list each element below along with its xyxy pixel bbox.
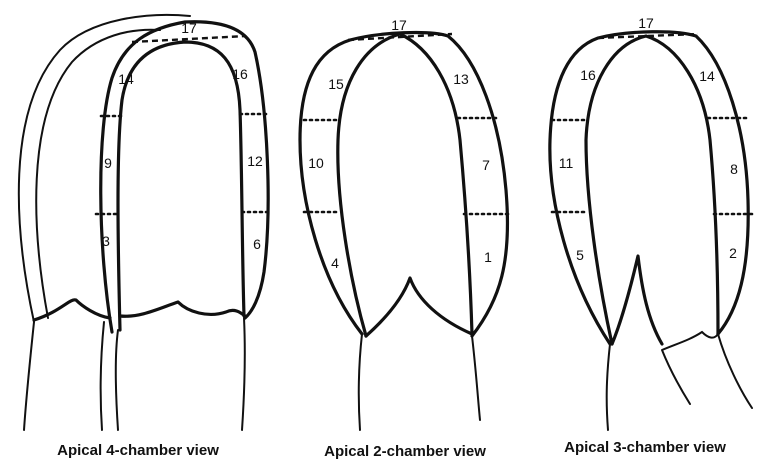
- lv-cavity: [586, 36, 718, 344]
- mitral-tricuspid-base: [34, 300, 245, 320]
- lower-right-wall: [472, 336, 480, 420]
- lower-mid2-wall: [116, 330, 118, 430]
- aortic-outflow: [662, 332, 752, 408]
- segment-label-basal-anteroseptal: 2: [729, 245, 737, 261]
- lower-left-wall: [359, 334, 362, 430]
- segment-label-apical-lateral: 16: [232, 66, 248, 82]
- caption-3-chamber: Apical 3-chamber view: [564, 439, 726, 456]
- segment-label-mid-lateral: 12: [247, 153, 263, 169]
- segment-label-apical-septal: 14: [118, 71, 134, 87]
- segment-label-apex: 17: [638, 15, 654, 31]
- segment-label-mid-anterior: 7: [482, 157, 490, 173]
- caption-2-chamber: Apical 2-chamber view: [324, 443, 486, 460]
- segment-label-mid-septal: 9: [104, 155, 112, 171]
- lower-left-wall: [607, 344, 610, 430]
- lower-left-wall: [24, 322, 34, 430]
- mitral-leaflet: [612, 256, 662, 344]
- segment-label-mid-inferior: 10: [308, 155, 324, 171]
- segment-label-apex: 17: [391, 17, 407, 33]
- segment-label-basal-anterior: 1: [484, 249, 492, 265]
- caption-4-chamber: Apical 4-chamber view: [57, 442, 219, 459]
- lv-cavity: [118, 42, 244, 330]
- segment-label-apical-inferior: 15: [328, 76, 344, 92]
- mitral-valve-base: [366, 278, 472, 336]
- segment-label-basal-inferolateral: 5: [576, 247, 584, 263]
- apical-4-chamber-view: 17 14 16 9 12 3 6 Apical 4-chamber view: [19, 15, 270, 459]
- apical-3-chamber-view: 17 16 14 11 8 5 2 Apical 3-chamber view: [550, 15, 752, 456]
- lower-right-wall: [242, 318, 245, 430]
- segment-label-mid-anteroseptal: 8: [730, 161, 738, 177]
- segment-label-mid-inferolateral: 11: [559, 155, 574, 171]
- segment-label-apical-anterior: 13: [453, 71, 469, 87]
- segment-label-basal-septal: 3: [102, 233, 110, 249]
- segment-label-basal-inferior: 4: [331, 255, 339, 271]
- rv-inner-wall: [36, 30, 160, 318]
- segment-label-apical-anteroseptal: 14: [699, 68, 715, 84]
- segment-label-apex: 17: [181, 20, 197, 36]
- segment-label-apical-inferolateral: 16: [580, 67, 596, 83]
- segment-label-basal-lateral: 6: [253, 236, 261, 252]
- apical-2-chamber-view: 17 15 13 10 7 4 1 Apical 2-chamber view: [300, 17, 508, 460]
- lower-mid-wall: [101, 322, 104, 430]
